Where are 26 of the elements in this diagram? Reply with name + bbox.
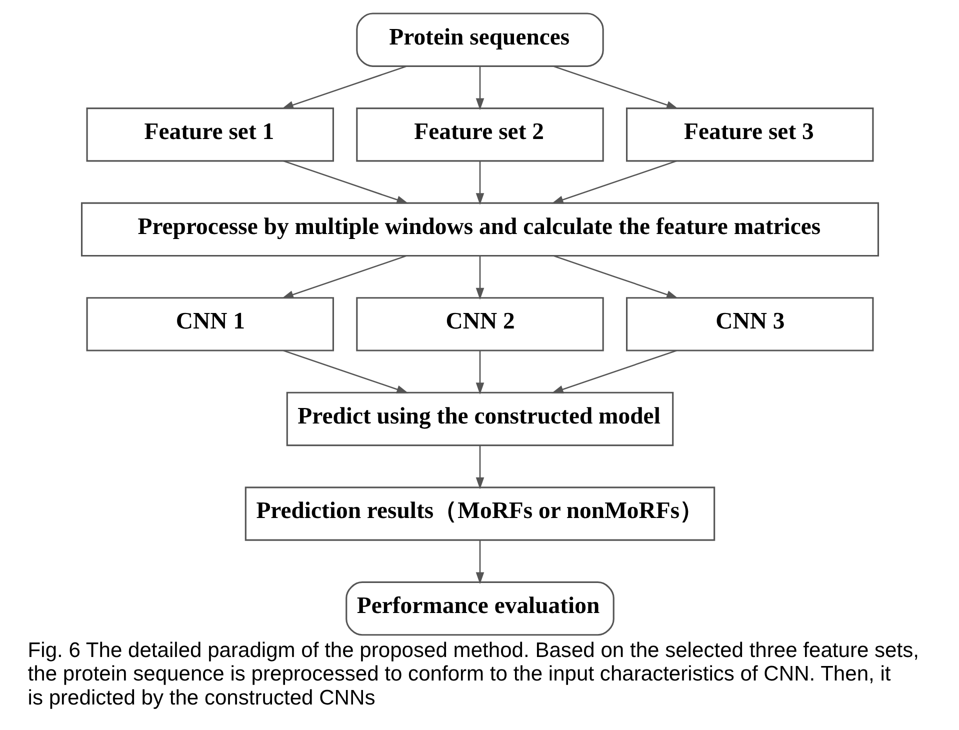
- node-box: Performance evaluation: [345, 581, 614, 636]
- arrow: [552, 255, 678, 299]
- arrow: [282, 350, 408, 394]
- node-box: Protein sequences: [356, 12, 604, 67]
- node-box: CNN 3: [626, 297, 874, 352]
- arrow: [475, 350, 484, 394]
- caption: Fig. 6 The detailed paradigm of the proposed method. Based on the selected three feature sets, the protein sequence is preprocessed to conform to the input characteristics of CNN. Then, it is predicted by the constructed CNNs: [27, 638, 918, 710]
- arrow: [281, 66, 406, 109]
- node-box: Prediction results（MoRFs or nonMoRFs）: [244, 486, 715, 541]
- node-box: Feature set 3: [626, 108, 874, 162]
- node-box: Preprocesse by multiple windows and calculate the feature matrices: [80, 202, 879, 257]
- arrow: [551, 350, 676, 394]
- arrow: [475, 66, 484, 110]
- node-box: Feature set 1: [86, 108, 334, 162]
- arrow: [475, 445, 484, 490]
- arrow: [282, 160, 408, 204]
- arrow: [475, 540, 484, 584]
- node-box: Predict using the constructed model: [286, 392, 674, 446]
- arrow: [475, 256, 484, 300]
- arrow: [475, 161, 484, 205]
- node-box: Feature set 2: [356, 108, 604, 162]
- node-box: CNN 2: [356, 297, 604, 352]
- arrow: [281, 255, 406, 299]
- arrow: [551, 160, 676, 204]
- node-box: CNN 1: [86, 297, 334, 352]
- arrow: [552, 66, 678, 109]
